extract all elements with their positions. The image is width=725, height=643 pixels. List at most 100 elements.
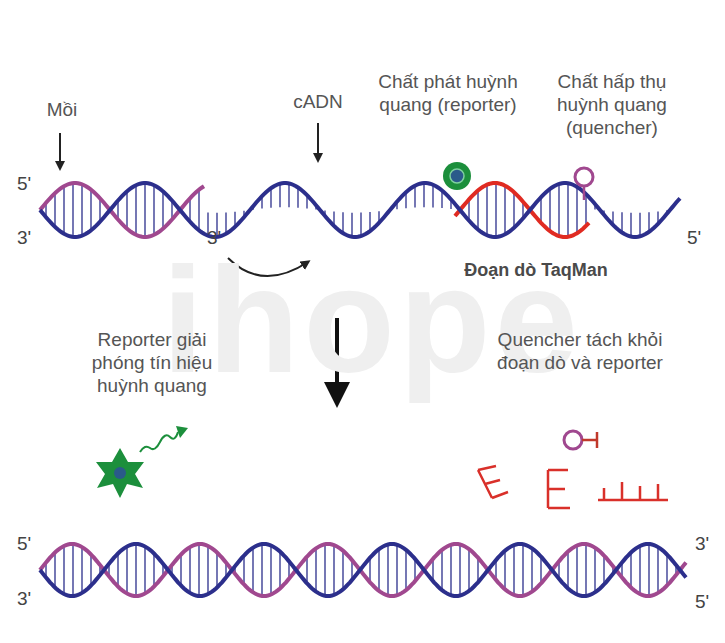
cdna-strand	[40, 183, 680, 237]
base-pair	[81, 547, 82, 593]
base-pair	[603, 556, 604, 585]
fragment-1	[478, 466, 508, 498]
base-pair	[261, 544, 262, 596]
base-pair	[567, 552, 568, 589]
base-pair	[306, 557, 307, 584]
released-quencher	[564, 431, 582, 449]
base-pair	[63, 186, 64, 234]
unpaired-base	[648, 212, 649, 232]
base-pair	[126, 546, 127, 593]
base-pair	[252, 548, 253, 593]
base-pair	[513, 192, 514, 228]
base-pair	[576, 187, 577, 233]
quencher-label: Chất hấp thụ huỳnh quang (quencher)	[537, 70, 687, 140]
base-pair	[405, 550, 406, 590]
strand-end: 3'	[9, 226, 39, 249]
probe-label: Đoạn dò TaqMan	[436, 260, 636, 282]
unpaired-base	[297, 187, 298, 207]
unpaired-base	[639, 213, 640, 237]
base-pair	[90, 555, 91, 586]
reporter-dye	[443, 162, 471, 190]
base-pair	[540, 197, 541, 223]
base-pair	[54, 553, 55, 588]
base-pair	[522, 544, 523, 595]
released-reporter-core	[114, 467, 126, 479]
base-pair	[117, 554, 118, 587]
quencher-linker-end	[596, 432, 599, 448]
base-pair	[558, 184, 559, 236]
unpaired-base	[414, 186, 415, 208]
base-pair	[549, 189, 550, 231]
base-pair	[144, 546, 145, 593]
strand-end: 5'	[9, 172, 39, 195]
cdna-strand	[40, 544, 686, 596]
bottom-helix	[40, 544, 686, 596]
base-pair	[531, 548, 532, 591]
cdna-label: cADN	[278, 90, 358, 113]
base-pair	[315, 548, 316, 591]
base-pair	[207, 546, 208, 594]
quencher-linker	[582, 439, 597, 442]
base-pair	[576, 546, 577, 595]
base-pair	[477, 190, 478, 229]
base-pair	[657, 547, 658, 593]
unpaired-base	[270, 188, 271, 208]
base-pair	[639, 546, 640, 594]
base-pair	[90, 190, 91, 231]
base-pair	[630, 553, 631, 588]
strand-end: 5'	[679, 226, 709, 249]
base-pair	[198, 190, 199, 231]
base-pair	[504, 186, 505, 235]
strand-end: 3'	[687, 532, 717, 555]
base-pair	[153, 554, 154, 587]
unpaired-base	[351, 213, 352, 237]
unpaired-base	[342, 212, 343, 233]
base-pair	[441, 550, 442, 590]
base-pair	[396, 545, 397, 595]
base-pair	[666, 555, 667, 586]
fragment-2	[548, 470, 570, 508]
base-pair	[594, 548, 595, 593]
base-pair	[513, 545, 514, 595]
base-pair	[450, 545, 451, 595]
base-pair	[126, 191, 127, 228]
strand-end: 3'	[9, 587, 39, 610]
primer-pointer	[59, 133, 61, 168]
fragment-3	[598, 482, 668, 500]
unpaired-base	[360, 213, 361, 236]
base-pair	[387, 544, 388, 595]
base-pair	[189, 547, 190, 593]
base-pair	[333, 545, 334, 595]
unpaired-base	[225, 212, 226, 233]
base-pair	[369, 558, 370, 583]
base-pair	[99, 198, 100, 221]
base-pair	[180, 555, 181, 586]
unpaired-base	[621, 212, 622, 232]
base-pair	[54, 193, 55, 227]
base-pair	[279, 552, 280, 589]
base-pair	[81, 184, 82, 235]
base-pair	[648, 544, 649, 596]
base-pair	[468, 549, 469, 591]
fluorescence-arrowhead	[176, 426, 188, 438]
unpaired-base	[423, 183, 424, 207]
quencher-stem	[583, 186, 586, 200]
base-pair	[378, 549, 379, 591]
base-pair	[162, 191, 163, 228]
probe-fragments	[478, 466, 668, 508]
unpaired-base	[432, 185, 433, 208]
unpaired-base	[279, 184, 280, 208]
base-pair	[216, 553, 217, 588]
reporter-core	[450, 169, 464, 183]
base-pair	[243, 556, 244, 585]
base-pair	[135, 544, 136, 596]
base-pair	[585, 544, 586, 596]
base-pair	[72, 544, 73, 596]
base-pair	[270, 546, 271, 595]
base-pair	[342, 551, 343, 590]
base-pair	[63, 546, 64, 594]
base-pair	[153, 185, 154, 235]
quencher-dye	[575, 168, 593, 186]
top-helix	[40, 183, 680, 237]
